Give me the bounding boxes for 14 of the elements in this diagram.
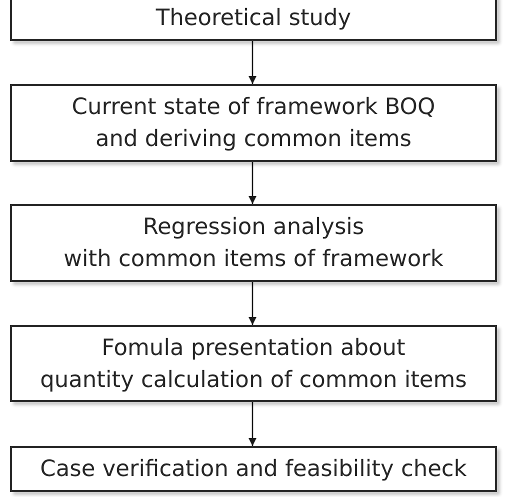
step-label: Regression analysis with common items of framework <box>64 213 444 274</box>
step-label: Current state of framework BOQ and deriving common items <box>72 93 436 154</box>
arrow <box>248 402 256 446</box>
step-label: Case verification and feasibility check <box>40 455 467 484</box>
step-label: Fomula presentation about quantity calculation of common items <box>40 334 467 394</box>
process-box <box>10 0 497 41</box>
arrow <box>248 282 256 325</box>
arrow <box>248 162 256 204</box>
process-box <box>10 446 497 492</box>
arrow <box>248 41 256 84</box>
process-box <box>10 325 497 402</box>
process-box <box>10 204 497 282</box>
step-label: Theoretical study <box>156 4 352 32</box>
process-box <box>10 84 497 162</box>
